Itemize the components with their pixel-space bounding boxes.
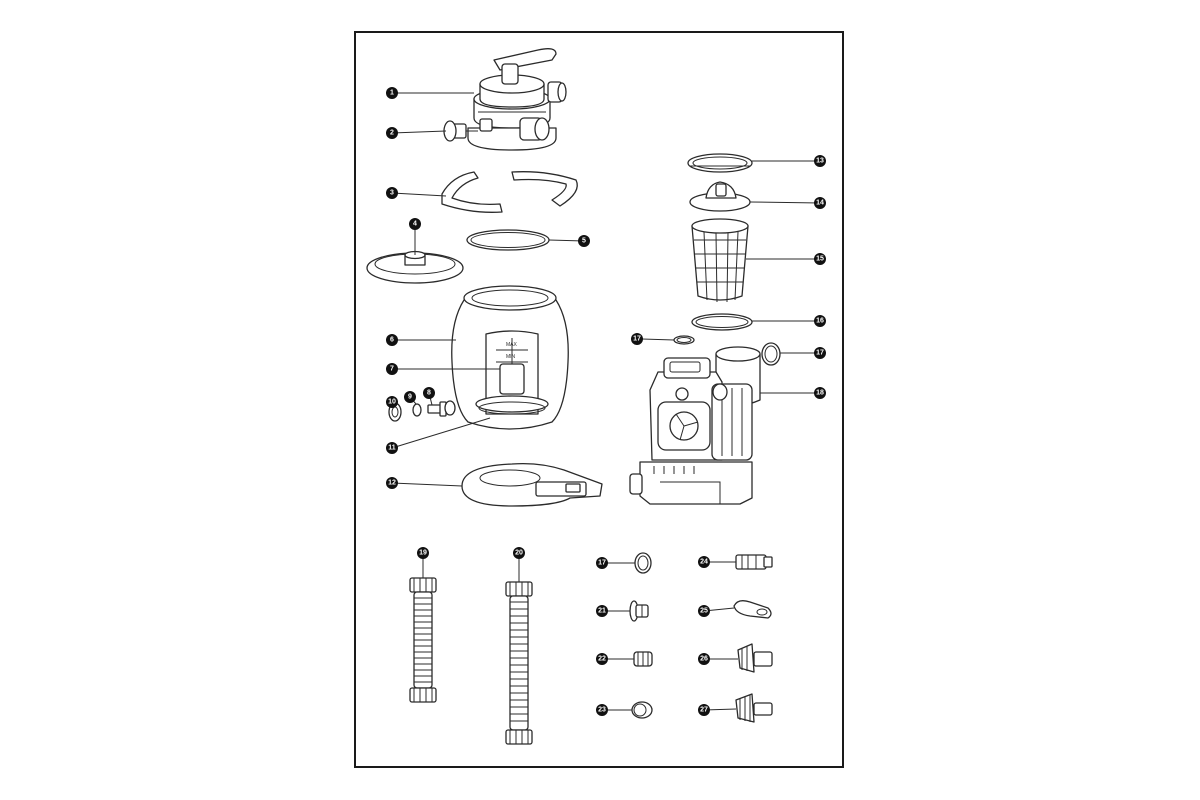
callout-badge-14: 14 (814, 197, 826, 209)
part-pump (629, 346, 761, 505)
callout-badge-2: 2 (386, 127, 398, 139)
svg-text:17: 17 (816, 350, 824, 357)
part-o-ring (466, 229, 550, 251)
callout-badge-9: 9 (404, 391, 416, 403)
callout-badge-8: 8 (423, 387, 435, 399)
part-strainer-basket (691, 218, 749, 303)
callout-badge-24: 24 (698, 556, 710, 568)
svg-text:14: 14 (816, 200, 824, 207)
part-diffuser-lid (366, 250, 464, 284)
svg-text:9: 9 (408, 394, 412, 401)
part-plunger-valve (737, 643, 773, 673)
part-clamp (441, 171, 578, 213)
part-threaded-nut (633, 651, 653, 667)
callout-badge-27: 27 (698, 704, 710, 716)
callout-badge-7: 7 (386, 363, 398, 375)
part-strainer-lid (689, 181, 751, 212)
svg-text:12: 12 (388, 480, 396, 487)
callout-badge-1: 1 (386, 87, 398, 99)
callout-badge-17-fitting: 17 (596, 557, 608, 569)
callout-badge-11: 11 (386, 442, 398, 454)
svg-text:1: 1 (390, 90, 394, 97)
part-jet-fitting (735, 693, 773, 723)
callout-badge-6: 6 (386, 334, 398, 346)
part-pressure-gauge (443, 120, 478, 142)
max-level-label: MAX (506, 342, 518, 348)
svg-text:18: 18 (816, 390, 824, 397)
svg-text:20: 20 (515, 550, 523, 557)
diagram-frame (354, 31, 844, 768)
svg-text:11: 11 (388, 445, 396, 452)
callout-badge-4: 4 (409, 218, 421, 230)
callout-badge-25: 25 (698, 605, 710, 617)
svg-text:19: 19 (419, 550, 427, 557)
callout-badge-12: 12 (386, 477, 398, 489)
part-cap (631, 701, 653, 719)
svg-text:16: 16 (816, 318, 824, 325)
part-lock-ring (687, 153, 753, 173)
svg-text:3: 3 (390, 190, 394, 197)
svg-text:26: 26 (700, 656, 708, 663)
svg-text:8: 8 (427, 390, 431, 397)
callout-badge-17-ring-side: 17 (814, 347, 826, 359)
callout-badge-23: 23 (596, 704, 608, 716)
part-tank-base (461, 462, 603, 507)
part-long-hose (505, 581, 533, 745)
part-drain-plug-set (388, 400, 456, 422)
svg-text:10: 10 (388, 399, 396, 406)
svg-text:15: 15 (816, 256, 824, 263)
callout-badge-22: 22 (596, 653, 608, 665)
callout-badge-5: 5 (578, 235, 590, 247)
callout-badge-19: 19 (417, 547, 429, 559)
svg-text:23: 23 (598, 707, 606, 714)
part-small-o-rings (673, 335, 781, 366)
part-hose-adapter (629, 600, 649, 622)
svg-text:24: 24 (700, 559, 708, 566)
callout-badge-18: 18 (814, 387, 826, 399)
callout-badge-20: 20 (513, 547, 525, 559)
part-short-hose (409, 577, 437, 703)
callout-badge-16: 16 (814, 315, 826, 327)
min-level-label: MIN (506, 354, 516, 360)
callout-badge-3: 3 (386, 187, 398, 199)
callout-badge-26: 26 (698, 653, 710, 665)
svg-text:25: 25 (700, 608, 708, 615)
part-threaded-connector (735, 554, 773, 570)
svg-text:5: 5 (582, 238, 586, 245)
callout-badge-17-ring-small: 17 (631, 333, 643, 345)
svg-text:21: 21 (598, 608, 606, 615)
callout-leaders (391, 92, 821, 711)
svg-text:27: 27 (700, 707, 708, 714)
svg-text:13: 13 (816, 158, 824, 165)
svg-text:17: 17 (633, 336, 641, 343)
svg-text:6: 6 (390, 337, 394, 344)
part-fitting-o-ring (634, 552, 652, 574)
svg-text:7: 7 (390, 366, 394, 373)
svg-text:17: 17 (598, 560, 606, 567)
callout-badge-21: 21 (596, 605, 608, 617)
svg-text:22: 22 (598, 656, 606, 663)
part-hose-clip (733, 600, 772, 619)
part-filter-tank: MAX MIN (451, 285, 569, 430)
svg-text:2: 2 (390, 130, 394, 137)
svg-text:4: 4 (413, 221, 417, 228)
part-multiport-valve (467, 48, 567, 151)
part-strainer-o-ring (691, 313, 753, 331)
callout-badge-15: 15 (814, 253, 826, 265)
callout-badge-13: 13 (814, 155, 826, 167)
callout-badge-10: 10 (386, 396, 398, 408)
